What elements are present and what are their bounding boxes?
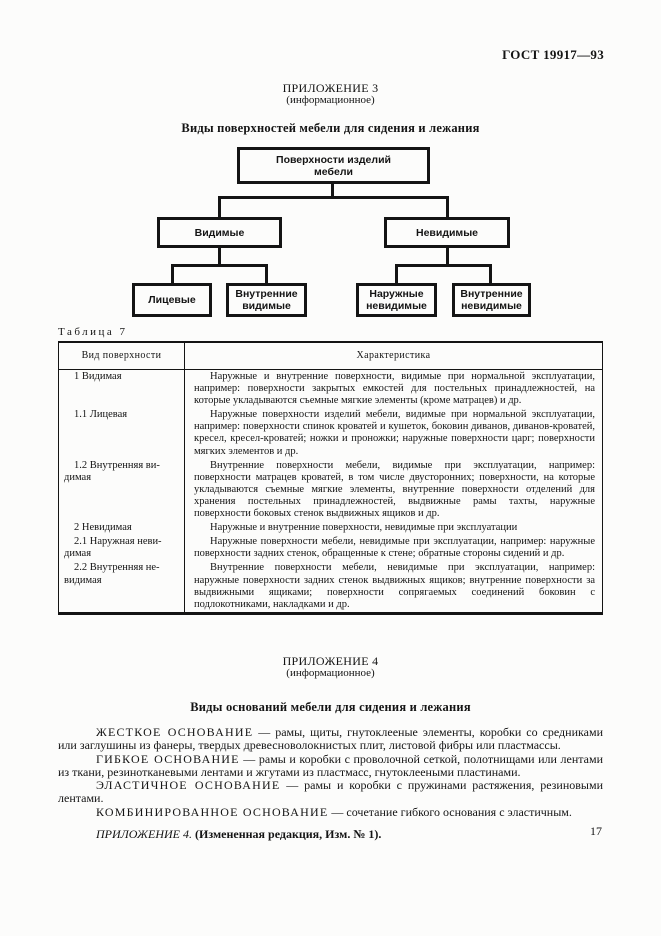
definition-text: — рамы и коробки с пружинами растяжения,… xyxy=(58,778,603,806)
revision-note-label: ПРИЛОЖЕНИЕ 4. xyxy=(96,827,192,842)
diagram-connector xyxy=(218,248,221,267)
table-header-row: Вид поверхности Характеристика xyxy=(59,343,602,370)
diagram-connector xyxy=(446,196,449,218)
table-header-desc: Характеристика xyxy=(356,349,431,361)
row-desc: Внутренние поверхности мебели, невидимые… xyxy=(194,562,595,610)
diagram-node-face: Лицевые xyxy=(132,283,212,317)
revision-note: ПРИЛОЖЕНИЕ 4. (Измененная редакция, Изм.… xyxy=(58,827,603,842)
definition-text: — рамы, щиты, гнутоклееные элементы, кор… xyxy=(58,725,603,753)
table-header-type: Вид поверхности xyxy=(59,343,185,369)
row-type: 2.1 Наружная неви- димая xyxy=(59,535,185,562)
row-type: 1.2 Внутренняя ви- димая xyxy=(59,458,185,522)
table-row: 2 Невидимая Наружные и внутренние поверх… xyxy=(59,521,602,536)
row-desc: Наружные поверхности изделий мебели, вид… xyxy=(194,409,595,457)
diagram-connector xyxy=(395,264,492,267)
row-type: 2 Невидимая xyxy=(59,521,185,536)
surfaces-table: Вид поверхности Характеристика 1 Видимая… xyxy=(58,341,603,615)
row-type: 2.2 Внутренняя не- видимая xyxy=(59,561,185,612)
definition-term: ЖЕСТКОЕ ОСНОВАНИЕ xyxy=(96,725,254,739)
appendix3-title: Виды поверхностей мебели для сидения и л… xyxy=(181,121,480,135)
appendix4-body: ЖЕСТКОЕ ОСНОВАНИЕ — рамы, щиты, гнутокле… xyxy=(58,725,603,842)
row-desc: Наружные и внутренние поверхности, невид… xyxy=(210,522,518,534)
diagram-connector xyxy=(489,264,492,284)
definition-term: ЭЛАСТИЧНОЕ ОСНОВАНИЕ xyxy=(96,778,281,793)
appendix3-subheading: (информационное) xyxy=(286,94,375,106)
appendix4-heading: ПРИЛОЖЕНИЕ 4 xyxy=(282,654,379,668)
diagram-connector xyxy=(265,264,268,284)
table-row: 2.2 Внутренняя не- видимая Внутренние по… xyxy=(59,561,602,612)
definition-paragraph: ЭЛАСТИЧНОЕ ОСНОВАНИЕ — рамы и коробки с … xyxy=(58,778,603,806)
row-desc: Наружные поверхности мебели, невидимые п… xyxy=(194,536,595,560)
diagram-node-inner-visible: Внутренние видимые xyxy=(226,283,307,317)
appendix4-subheading: (информационное) xyxy=(286,667,375,679)
definition-term: КОМБИНИРОВАННОЕ ОСНОВАНИЕ xyxy=(96,804,329,819)
page-number: 17 xyxy=(590,824,602,838)
table-row: 1.2 Внутренняя ви- димая Внутренние пове… xyxy=(59,458,602,522)
row-desc: Наружные и внутренние поверхности, видим… xyxy=(194,371,595,407)
row-type: 1 Видимая xyxy=(59,370,185,409)
definition-text: — рамы и коробки с проволочной сеткой, п… xyxy=(58,751,603,779)
definition-paragraph: ЖЕСТКОЕ ОСНОВАНИЕ — рамы, щиты, гнутокле… xyxy=(58,725,603,753)
diagram-connector xyxy=(218,196,221,218)
table-row: 1.1 Лицевая Наружные поверхности изделий… xyxy=(59,408,602,459)
table-row: 2.1 Наружная неви- димая Наружные поверх… xyxy=(59,535,602,562)
diagram-node-invisible: Невидимые xyxy=(384,217,510,248)
diagram-connector xyxy=(446,248,449,267)
revision-note-text: (Измененная редакция, Изм. № 1). xyxy=(194,827,382,842)
diagram-connector xyxy=(395,264,398,284)
diagram-node-inner-invisible: Внутренние невидимые xyxy=(452,283,531,317)
definition-text: — сочетание гибкого основания с эластичн… xyxy=(328,804,572,819)
diagram-node-visible: Видимые xyxy=(157,217,282,248)
diagram-node-root: Поверхности изделий мебели xyxy=(237,147,430,184)
table-caption: Таблица 7 xyxy=(58,326,128,338)
definition-term: ГИБКОЕ ОСНОВАНИЕ xyxy=(96,751,240,766)
appendix3-heading: ПРИЛОЖЕНИЕ 3 xyxy=(282,81,379,95)
doc-number: ГОСТ 19917—93 xyxy=(502,47,604,62)
row-desc: Внутренние поверхности мебели, видимые п… xyxy=(194,459,595,520)
row-type: 1.1 Лицевая xyxy=(59,408,185,459)
diagram-connector xyxy=(331,184,334,198)
diagram-node-outer-invisible: Наружные невидимые xyxy=(356,283,437,317)
definition-paragraph: КОМБИНИРОВАННОЕ ОСНОВАНИЕ — сочетание ги… xyxy=(58,804,603,819)
definition-paragraph: ГИБКОЕ ОСНОВАНИЕ — рамы и коробки с пров… xyxy=(58,751,603,780)
appendix4-title: Виды оснований мебели для сидения и лежа… xyxy=(190,700,471,714)
diagram-connector xyxy=(171,264,174,284)
table-row: 1 Видимая Наружные и внутренние поверхно… xyxy=(59,370,602,409)
diagram-connector xyxy=(171,264,268,267)
diagram-connector xyxy=(218,196,449,199)
